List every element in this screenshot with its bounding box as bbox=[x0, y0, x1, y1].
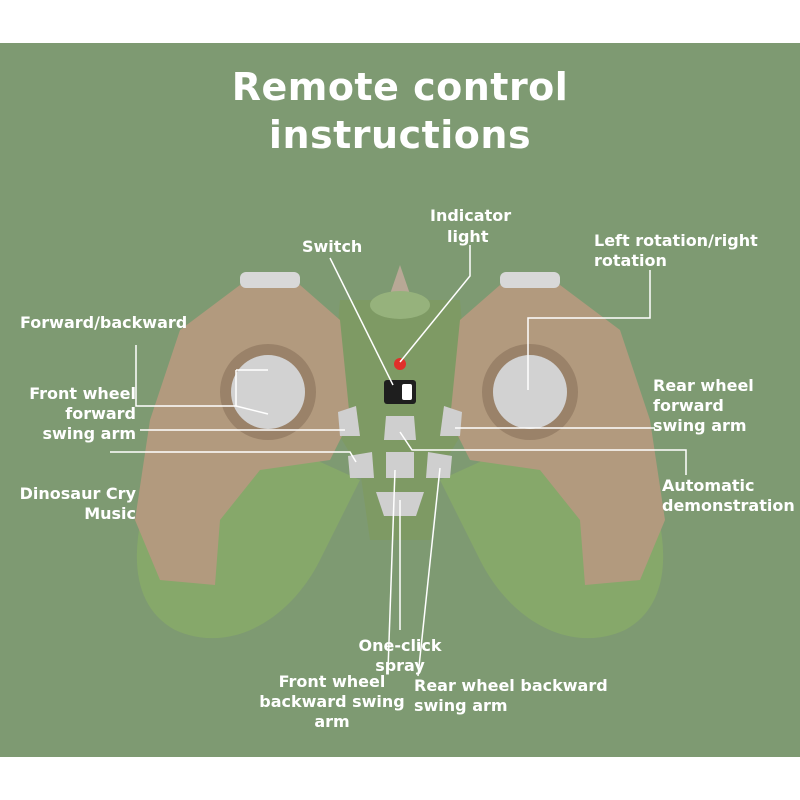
right-shoulder-button bbox=[500, 272, 560, 288]
label-forward-backward: Forward/backward bbox=[20, 313, 188, 332]
label-rear-backward-1: Rear wheel backward bbox=[414, 676, 608, 695]
label-rear-forward-2: forward bbox=[653, 396, 724, 415]
left-joystick bbox=[231, 355, 305, 429]
title-line-1: Remote control bbox=[231, 65, 569, 109]
title-line-2: instructions bbox=[268, 113, 532, 157]
rear-wheel-backward-button bbox=[426, 452, 452, 478]
label-switch: Switch bbox=[302, 237, 363, 256]
leader-lines bbox=[110, 245, 687, 677]
indicator-led bbox=[394, 358, 406, 370]
top-horn bbox=[388, 265, 412, 300]
label-front-forward-1: Front wheel bbox=[29, 384, 136, 403]
label-indicator-light-2: light bbox=[447, 227, 489, 246]
front-wheel-backward-button bbox=[386, 452, 414, 478]
label-one-click-spray-1: One-click bbox=[358, 636, 442, 655]
label-dinosaur-cry-1: Dinosaur Cry bbox=[19, 484, 136, 503]
top-dome bbox=[370, 291, 430, 319]
label-rear-forward-3: swing arm bbox=[653, 416, 747, 435]
front-wheel-forward-swing-arm-button bbox=[338, 406, 360, 436]
label-left-right-rotation-1: Left rotation/right bbox=[594, 231, 758, 250]
automatic-demonstration-button bbox=[384, 416, 416, 440]
right-joystick bbox=[493, 355, 567, 429]
left-shoulder-button bbox=[240, 272, 300, 288]
label-front-backward-1: Front wheel bbox=[278, 672, 386, 691]
label-front-backward-2: backward swing bbox=[259, 692, 405, 711]
label-indicator-light-1: Indicator bbox=[430, 206, 512, 225]
power-switch-knob bbox=[402, 384, 412, 400]
label-front-forward-3: swing arm bbox=[42, 424, 136, 443]
label-automatic-demo-1: Automatic bbox=[662, 476, 755, 495]
label-one-click-spray-2: spray bbox=[375, 656, 425, 675]
label-left-right-rotation-2: rotation bbox=[594, 251, 667, 270]
label-dinosaur-cry-2: Music bbox=[84, 504, 136, 523]
label-front-forward-2: forward bbox=[65, 404, 136, 423]
label-rear-backward-2: swing arm bbox=[414, 696, 508, 715]
label-rear-forward-1: Rear wheel bbox=[653, 376, 754, 395]
label-front-backward-3: arm bbox=[314, 712, 350, 731]
label-automatic-demo-2: demonstration bbox=[662, 496, 795, 515]
